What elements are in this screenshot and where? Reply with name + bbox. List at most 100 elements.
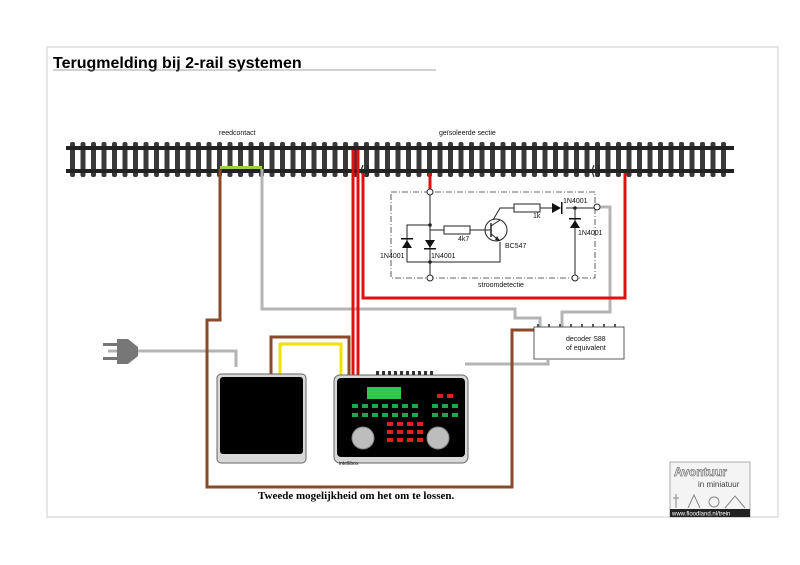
sleeper <box>269 142 275 177</box>
sleeper <box>532 142 537 177</box>
panel-button <box>397 422 403 426</box>
panel-button <box>407 438 413 442</box>
diode-right <box>570 220 580 228</box>
intellibox-buttons <box>352 394 458 442</box>
panel-button <box>392 404 398 408</box>
diode-top-bar <box>561 202 563 214</box>
decoder-pin <box>559 324 561 327</box>
sleeper <box>626 142 632 177</box>
sleeper <box>658 142 663 177</box>
decoder-pins <box>537 324 616 327</box>
current-detector: 1N4001 1N4001 1N4001 1N4001 4k7 1k BC547… <box>380 188 603 289</box>
detector-box <box>390 191 596 279</box>
decoder-pin <box>614 324 616 327</box>
sleeper <box>143 142 149 177</box>
stop-button <box>447 394 453 398</box>
sleeper <box>164 142 170 177</box>
sleeper <box>427 142 432 177</box>
panel-button <box>382 404 388 408</box>
sleeper <box>395 142 401 177</box>
connector-pin <box>388 371 391 375</box>
connector-pin <box>418 371 421 375</box>
resistor-4k7-label: 4k7 <box>458 236 469 243</box>
transistor-bc547 <box>484 218 508 242</box>
red-wire-section <box>361 173 627 300</box>
panel-button <box>452 404 458 408</box>
sleeper <box>458 142 464 177</box>
sleeper <box>122 142 128 177</box>
diagram-caption: Tweede mogelijkheid om het om te lossen. <box>258 490 454 502</box>
connector-pin <box>430 371 433 375</box>
diode-c-label: 1N4001 <box>563 198 588 205</box>
panel-button <box>407 430 413 434</box>
sleeper <box>206 142 212 177</box>
diodes <box>401 202 581 250</box>
sleeper <box>679 142 684 177</box>
sleeper <box>584 142 590 177</box>
sleeper <box>637 142 642 177</box>
sleeper <box>91 142 96 177</box>
decoder-label-2: of equivalent <box>566 345 606 352</box>
logo-url: www.floodland.nl/trein <box>671 512 730 518</box>
isolated-section-label: geïsoleerde sectie <box>439 130 496 137</box>
decoder-label-1: decoder S88 <box>566 336 606 343</box>
decoder-pin <box>537 324 539 327</box>
terminals <box>426 188 601 282</box>
intellibox-display <box>367 387 401 399</box>
intellibox: intellibox <box>333 371 469 467</box>
go-button <box>437 394 443 398</box>
avontuur-logo: Avontuur in miniatuur www.floodland.nl/t… <box>669 461 751 518</box>
sleeper <box>647 142 653 177</box>
sleeper <box>343 142 348 177</box>
sleeper <box>668 142 674 177</box>
plug-body <box>117 339 138 364</box>
sleeper <box>175 142 180 177</box>
diode-a-label: 1N4001 <box>380 253 405 260</box>
panel-button <box>442 404 448 408</box>
panel-button <box>417 438 423 442</box>
sleeper <box>311 142 317 177</box>
sleeper <box>290 142 296 177</box>
connector-pin <box>400 371 403 375</box>
panel-button <box>372 404 378 408</box>
panel-button <box>432 404 438 408</box>
connector-pin <box>412 371 415 375</box>
sleeper <box>416 142 422 177</box>
sleeper <box>500 142 506 177</box>
sleeper <box>616 142 621 177</box>
sleeper <box>490 142 495 177</box>
reedcontact-label: reedcontact <box>219 130 256 137</box>
yellow-wire <box>278 342 343 375</box>
gray-wire-s88 <box>465 360 550 366</box>
decoder-s88: decoder S88 of equivalent <box>533 324 625 360</box>
intellibox-label: intellibox <box>339 461 359 467</box>
track <box>66 142 734 178</box>
reed-contact <box>220 166 262 169</box>
logo-illustration <box>673 493 746 509</box>
logo-line2: in miniatuur <box>698 480 740 489</box>
panel-button <box>402 413 408 417</box>
sleeper <box>605 142 611 177</box>
sleeper <box>710 142 716 177</box>
decoder-pin <box>548 324 550 327</box>
rail-top <box>66 146 734 150</box>
decoder-pin <box>581 324 583 327</box>
resistor-1k <box>513 203 541 213</box>
panel-button <box>392 413 398 417</box>
panel-button <box>407 422 413 426</box>
panel-button <box>387 422 393 426</box>
right-knob <box>426 426 450 450</box>
diode-center <box>425 240 435 248</box>
diode-top <box>552 203 561 213</box>
decoder-pin <box>592 324 594 327</box>
panel-button <box>402 404 408 408</box>
sleeper <box>479 142 485 177</box>
sleeper <box>574 142 579 177</box>
panel-button <box>397 430 403 434</box>
panel-button <box>412 413 418 417</box>
rail-bottom <box>66 169 734 173</box>
transistor-label: BC547 <box>505 243 527 250</box>
sleeper <box>721 142 726 177</box>
brown-wire-return <box>205 169 537 489</box>
